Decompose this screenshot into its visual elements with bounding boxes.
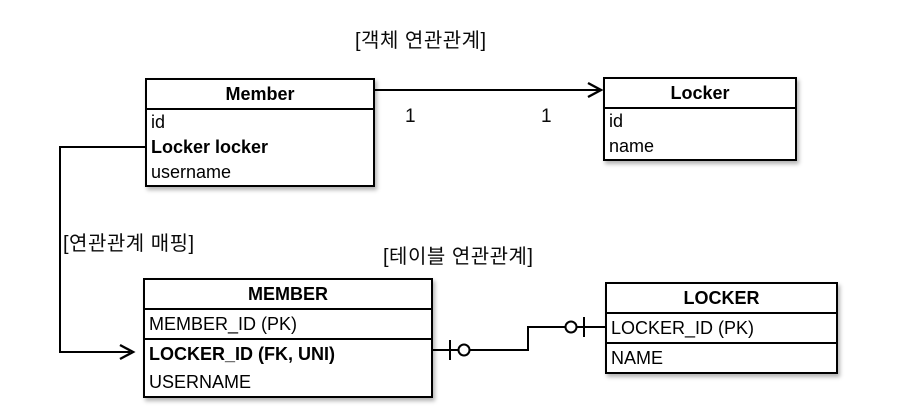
locker-table-col-name: NAME	[611, 348, 664, 368]
member-table-col-member-id: MEMBER_ID (PK)	[145, 310, 431, 340]
object-association-arrowhead-icon	[587, 81, 604, 99]
locker-class-field-id: id	[609, 111, 624, 131]
multiplicity-right: 1	[541, 106, 552, 127]
member-class-field-id: id	[151, 112, 166, 132]
mapping-arrowhead-icon	[119, 343, 136, 361]
member-table-box: MEMBER MEMBER_ID (PK) LOCKER_ID (FK, UNI…	[143, 278, 433, 398]
member-table-col-username: USERNAME	[149, 372, 252, 392]
locker-table-col-locker-id: LOCKER_ID (PK)	[607, 314, 836, 344]
member-table-title: MEMBER	[145, 280, 431, 310]
table-relationship-line	[433, 326, 605, 351]
member-class-box: Member id Locker locker username	[145, 78, 375, 187]
object-association-caption: [객체 연관관계]	[355, 30, 487, 52]
locker-class-box: Locker id name	[603, 77, 797, 161]
locker-class-title: Locker	[605, 79, 795, 109]
locker-table-title: LOCKER	[607, 284, 836, 314]
mapping-caption: [연관관계 매핑]	[63, 233, 195, 255]
member-class-title: Member	[147, 80, 373, 110]
zero-or-one-circle-right-icon	[564, 320, 578, 334]
table-association-caption: [테이블 연관관계]	[383, 246, 534, 268]
zero-or-one-circle-left-icon	[457, 343, 471, 357]
locker-class-field-name: name	[609, 136, 655, 156]
member-class-field-username: username	[151, 162, 232, 182]
member-class-field-locker: Locker locker	[151, 137, 269, 157]
member-table-col-locker-id: LOCKER_ID (FK, UNI)	[149, 344, 335, 364]
multiplicity-left: 1	[405, 106, 416, 127]
locker-table-box: LOCKER LOCKER_ID (PK) NAME	[605, 282, 838, 374]
